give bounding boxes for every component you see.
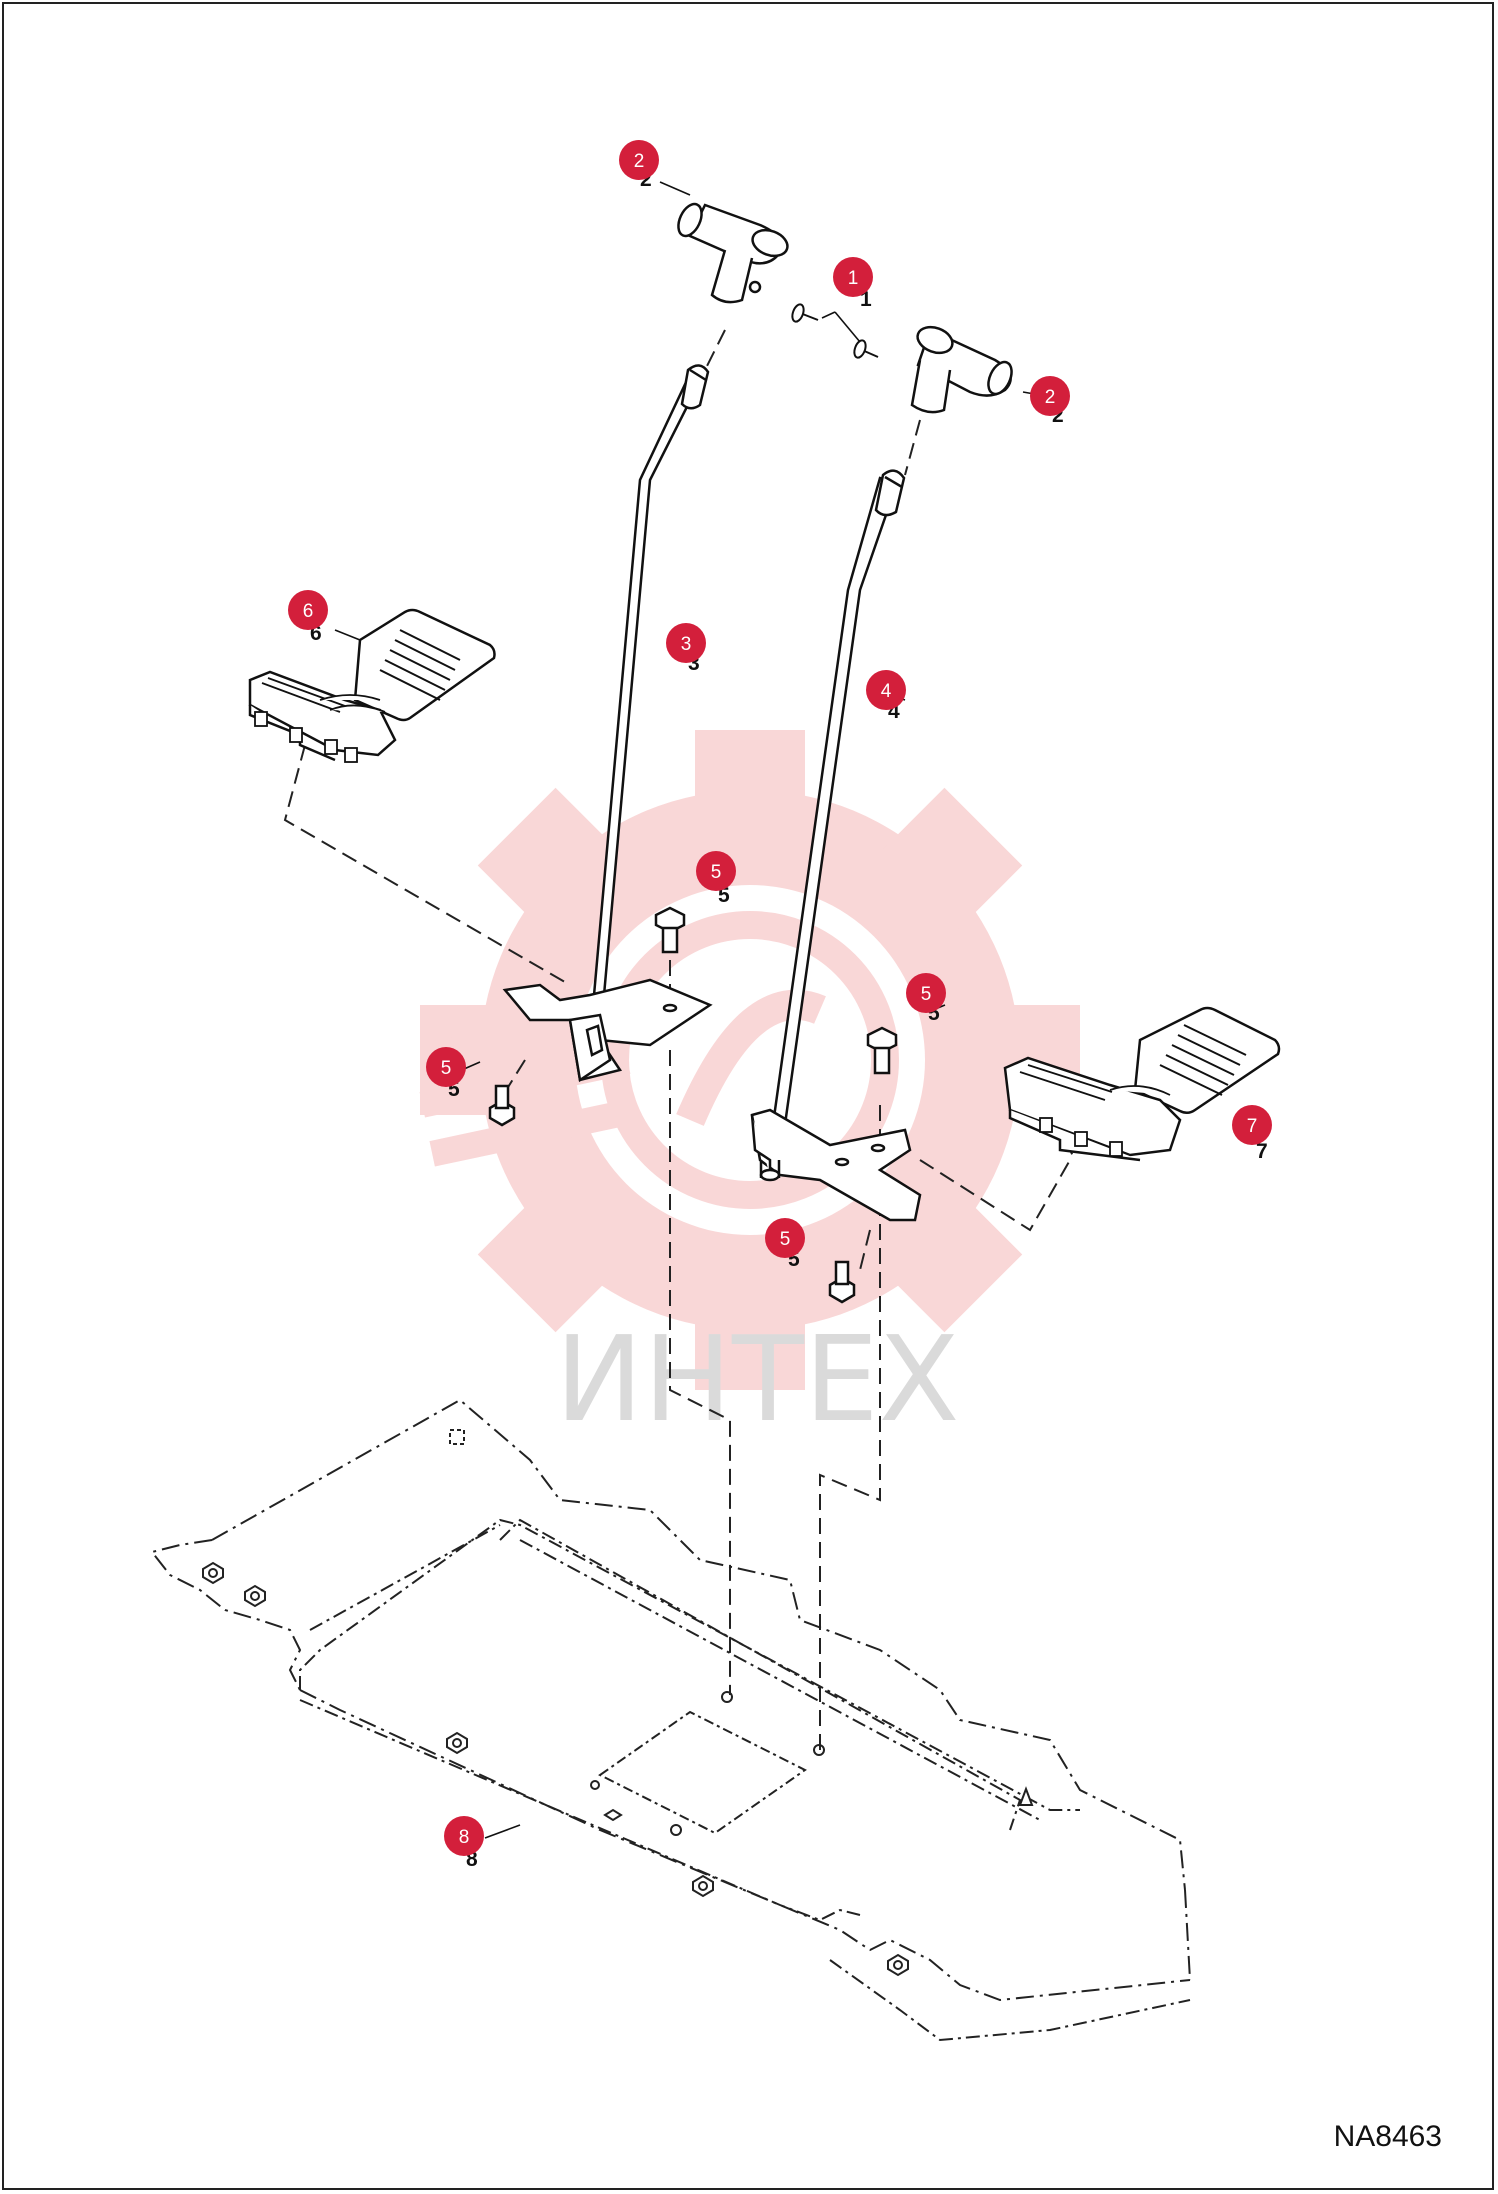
callout-5c[interactable]: 5	[426, 1047, 466, 1087]
ref-numeral-3: 3	[688, 652, 700, 675]
svg-text:5: 5	[711, 862, 722, 883]
callout-2a[interactable]: 2	[619, 140, 659, 180]
bolt-upper-right	[866, 1026, 898, 1075]
callout-1[interactable]: 1	[833, 257, 873, 297]
callout-bubbles: 2 1 2 6 3 4 5	[288, 140, 1272, 1856]
svg-text:8: 8	[459, 1827, 470, 1848]
bolt-upper-left	[654, 906, 686, 954]
svg-text:4: 4	[881, 681, 892, 702]
right-pedal	[1003, 1006, 1281, 1162]
bolts	[488, 906, 898, 1304]
callout-5d[interactable]: 5	[765, 1218, 805, 1258]
right-bracket	[750, 1108, 922, 1222]
ref-numeral-6: 6	[310, 622, 322, 645]
left-pedal	[248, 608, 496, 763]
left-bracket	[502, 978, 713, 1083]
watermark-text: ИНТЕХ	[555, 1310, 959, 1448]
callout-4[interactable]: 4	[866, 670, 906, 710]
ref-numeral-2b: 2	[1052, 404, 1064, 427]
floor-plate-bolts	[202, 1561, 1034, 1977]
callout-7[interactable]: 7	[1232, 1105, 1272, 1145]
ref-numeral-7: 7	[1256, 1140, 1268, 1163]
bolt-lower-left	[488, 1084, 516, 1127]
svg-text:7: 7	[1247, 1116, 1258, 1137]
svg-text:6: 6	[303, 601, 314, 622]
watermark-logo: ИНТЕХ	[419, 730, 1080, 1448]
callout-2b[interactable]: 2	[1030, 376, 1070, 416]
svg-text:5: 5	[780, 1229, 791, 1250]
svg-text:1: 1	[848, 268, 859, 289]
svg-text:3: 3	[681, 634, 692, 655]
callout-5b[interactable]: 5	[906, 973, 946, 1013]
bolt-lower-right	[828, 1260, 856, 1304]
svg-text:5: 5	[441, 1058, 452, 1079]
callout-6[interactable]: 6	[288, 590, 328, 630]
right-grip-handle	[910, 325, 1013, 414]
svg-text:2: 2	[634, 151, 645, 172]
svg-text:5: 5	[921, 984, 932, 1005]
left-grip-handle	[677, 202, 789, 304]
ref-numeral-2a: 2	[640, 168, 652, 191]
floor-plate	[150, 1398, 1191, 2042]
drawing-code: NA8463	[1333, 2120, 1442, 2153]
callout-5a[interactable]: 5	[696, 851, 736, 891]
svg-text:2: 2	[1045, 387, 1056, 408]
screws	[791, 303, 879, 359]
callout-8[interactable]: 8	[444, 1816, 484, 1856]
callout-3[interactable]: 3	[666, 623, 706, 663]
